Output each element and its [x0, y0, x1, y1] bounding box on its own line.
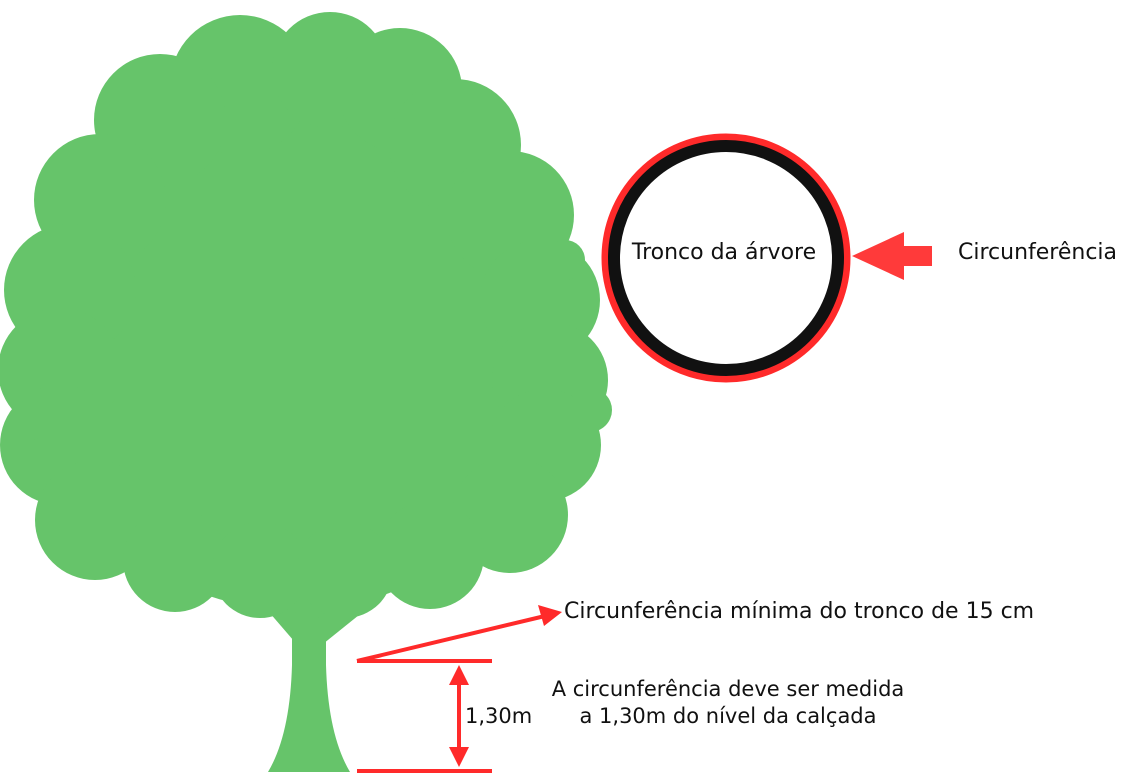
trunk-label: Tronco da árvore	[631, 240, 817, 265]
tree-canopy	[0, 12, 612, 618]
tree-trunk	[268, 585, 350, 772]
minimum-circumference-label: Circunferência mínima do tronco de 15 cm	[564, 599, 1035, 624]
minimum-pointer-arrow	[356, 605, 562, 663]
measurement-note: A circunferência deve ser medida a 1,30m…	[551, 677, 905, 729]
height-arrow-up	[449, 665, 469, 685]
height-arrow-down	[449, 747, 469, 767]
height-value-label: 1,30m	[465, 704, 533, 728]
arrow-left-icon	[852, 232, 932, 280]
height-measure	[357, 659, 492, 773]
trunk-section-icon	[601, 133, 851, 383]
tree-icon	[0, 12, 612, 772]
circumference-label: Circunferência	[958, 240, 1118, 265]
